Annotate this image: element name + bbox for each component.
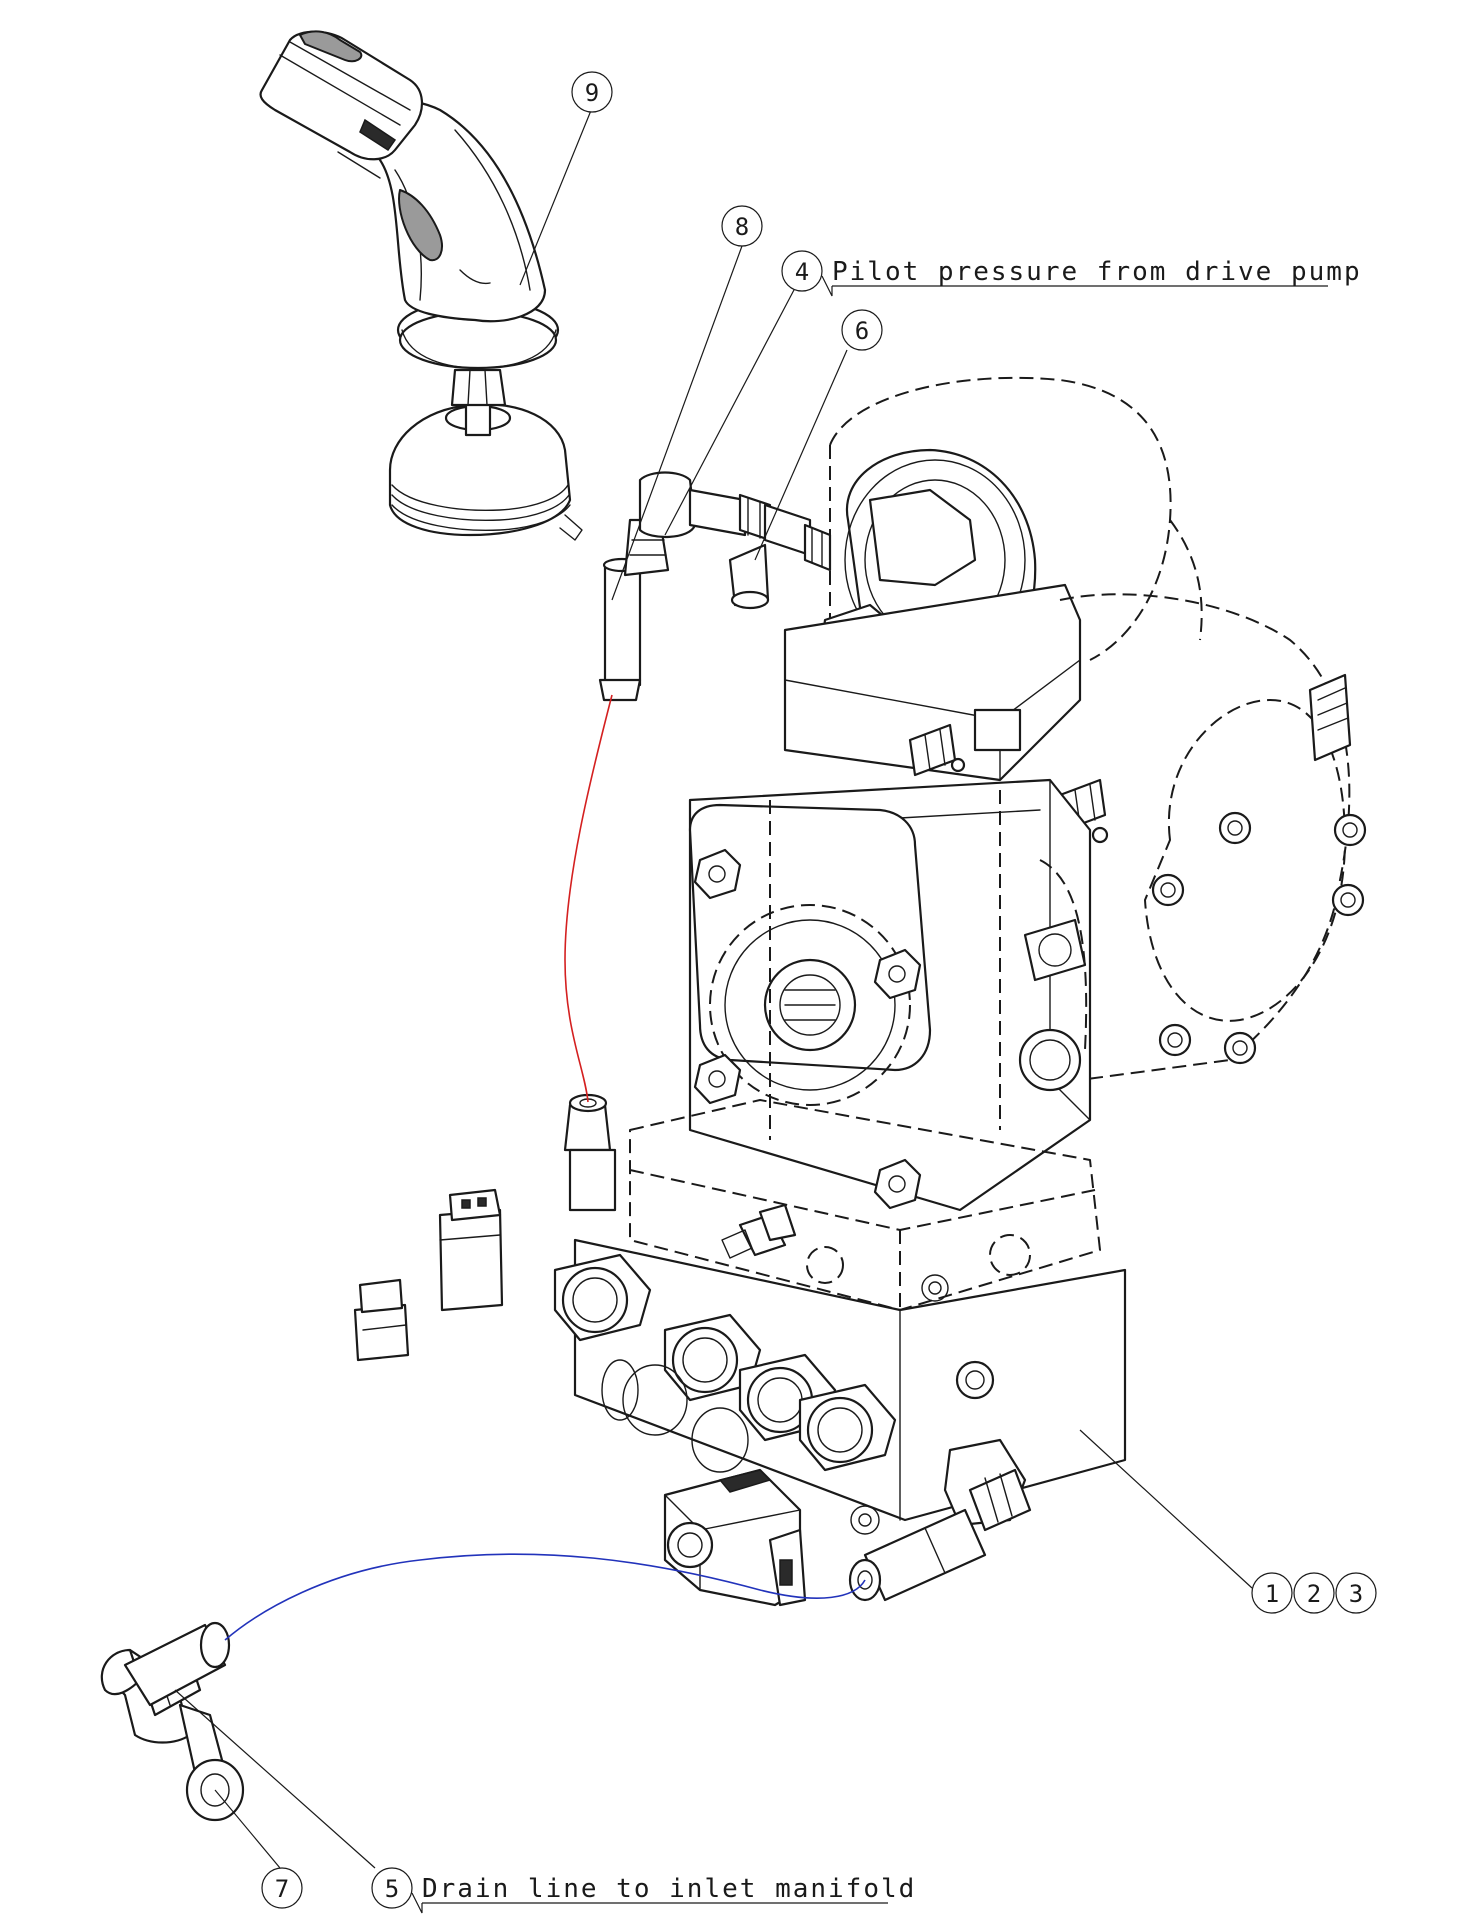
balloon-7: 7 — [261, 1867, 303, 1909]
balloon-8-text: 8 — [735, 213, 749, 241]
drain-elbow-fitting — [100, 1621, 245, 1822]
balloon-6-text: 6 — [855, 317, 869, 345]
dashed-adapter-block — [629, 1099, 1101, 1311]
pilot-standpipe — [563, 1093, 617, 1212]
balloon-6: 6 — [841, 309, 883, 351]
joystick-handle — [259, 30, 583, 541]
flange-bolts — [1151, 811, 1367, 1065]
balloon-2: 2 — [1293, 1572, 1335, 1614]
balloon-2-text: 2 — [1307, 1580, 1321, 1608]
pilot-line — [564, 694, 613, 1103]
leader-lines — [174, 107, 1253, 1869]
balloon-4: 4 — [781, 250, 823, 292]
balloon-9-text: 9 — [585, 79, 599, 107]
balloon-3: 3 — [1335, 1572, 1377, 1614]
balloon-5-text: 5 — [385, 1875, 399, 1903]
pilot-fitting-assembly — [598, 471, 832, 702]
balloon-7-text: 7 — [275, 1875, 289, 1903]
balloon-1: 1 — [1251, 1572, 1293, 1614]
label-drain: Drain line to inlet manifold — [411, 1874, 916, 1914]
balloon-9: 9 — [571, 71, 613, 113]
drive-pump-body — [688, 376, 1367, 1212]
drain-line — [224, 1553, 866, 1641]
balloon-4-text: 4 — [795, 258, 809, 286]
manifold-ports — [553, 1253, 897, 1473]
electrical-connectors — [353, 1188, 504, 1362]
balloon-8: 8 — [721, 205, 763, 247]
inlet-manifold — [553, 1238, 1127, 1602]
label-drain-text: Drain line to inlet manifold — [422, 1874, 916, 1904]
label-pilot-text: Pilot pressure from drive pump — [832, 257, 1362, 287]
label-pilot: Pilot pressure from drive pump — [821, 257, 1362, 297]
balloon-1-text: 1 — [1265, 1580, 1279, 1608]
balloon-5: 5 — [371, 1867, 413, 1909]
solenoid-coil — [663, 1468, 807, 1607]
balloon-3-text: 3 — [1349, 1580, 1363, 1608]
